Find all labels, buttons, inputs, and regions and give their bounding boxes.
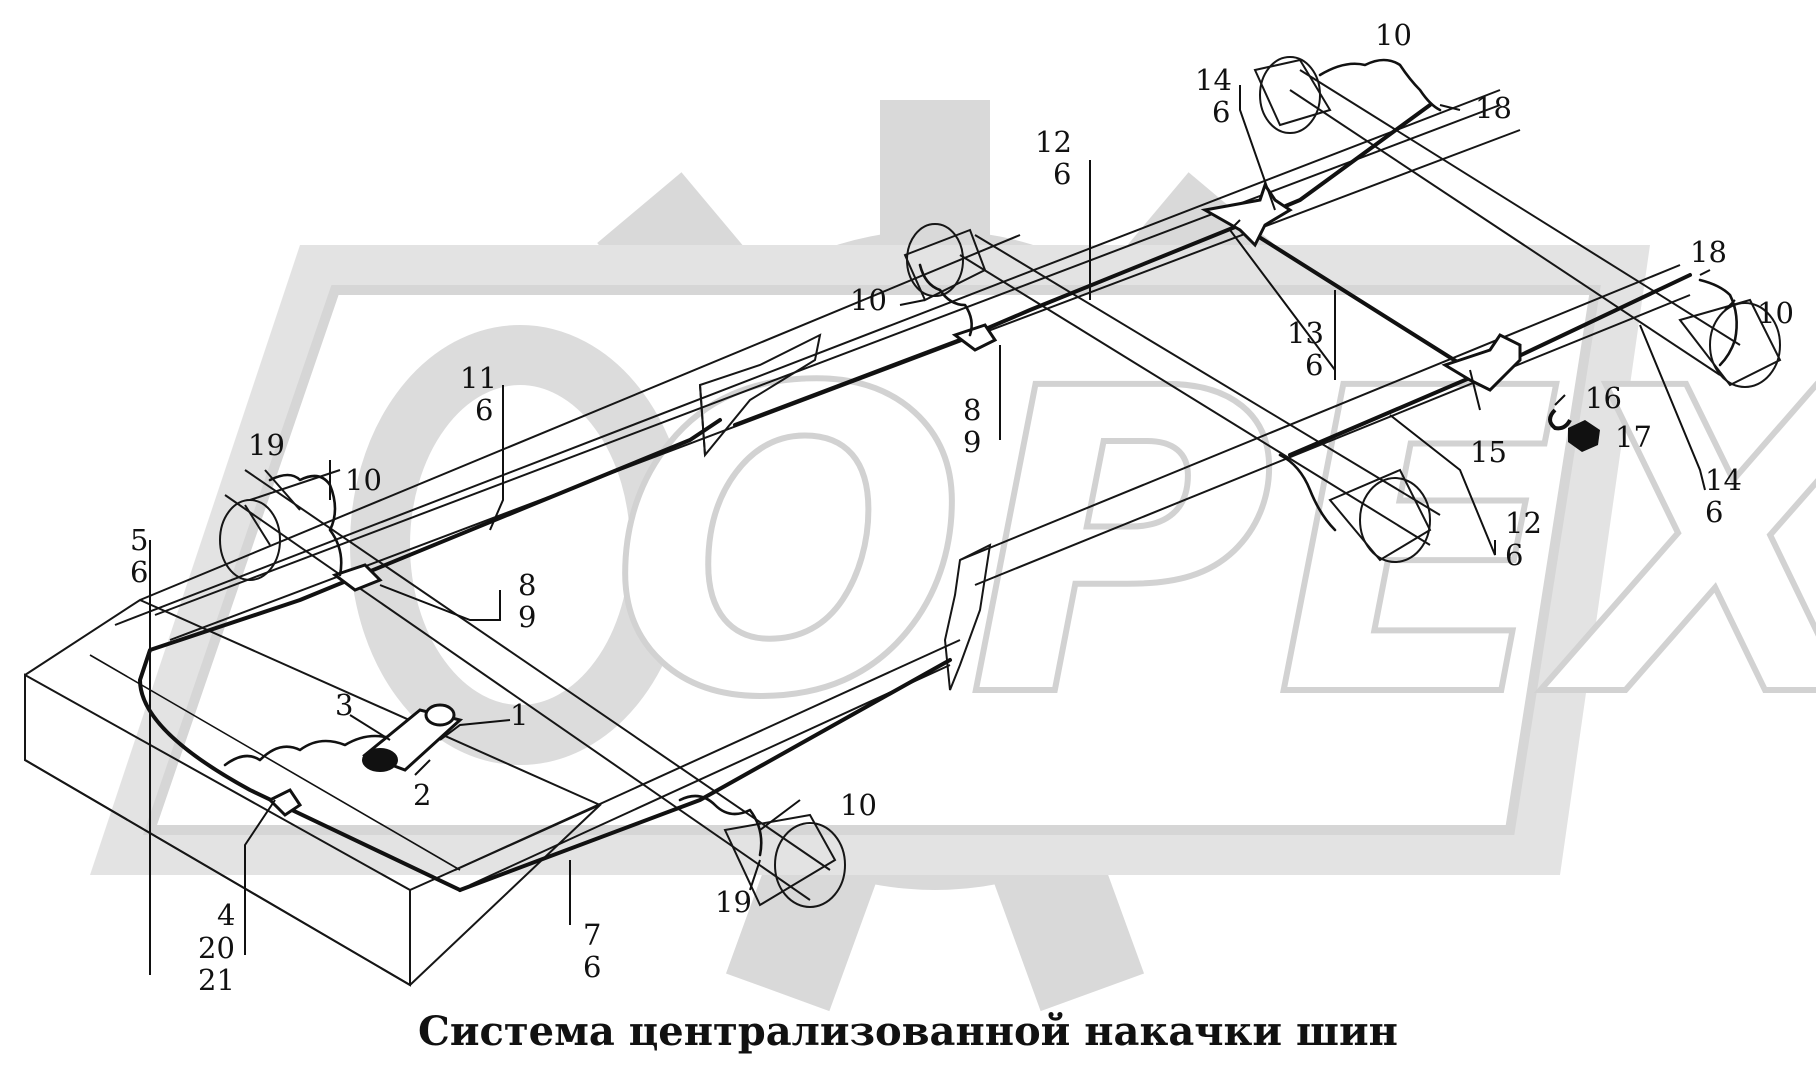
- callout-6-bottom: 6: [583, 950, 601, 984]
- front-bumper-side: [24, 673, 411, 987]
- callout-11: 11: [460, 361, 497, 395]
- callout-4: 4: [217, 898, 235, 932]
- callout-3: 3: [335, 688, 353, 722]
- callout-18-right: 18: [1690, 235, 1727, 269]
- diagram-title: Система централизованной накачки шин: [418, 1008, 1398, 1055]
- tee-front: [331, 563, 383, 592]
- callout-6-12right: 6: [1505, 538, 1523, 572]
- wheel-front-left: [219, 469, 341, 581]
- compressor-unit: [362, 703, 464, 772]
- callout-2: 2: [413, 778, 431, 812]
- callout-6-14right: 6: [1705, 495, 1723, 529]
- callout-6-11: 6: [475, 393, 493, 427]
- callout-10-midwheel: 10: [850, 283, 887, 317]
- main-line-left: [138, 418, 722, 892]
- mid-axle: [959, 254, 1431, 546]
- callout-12-right: 12: [1505, 506, 1542, 540]
- callout-14-top: 14: [1195, 63, 1232, 97]
- wheel-rear-right: [1678, 298, 1782, 388]
- callout-6-left: 6: [130, 555, 148, 589]
- right-rail: [454, 264, 1691, 886]
- callout-10-rightwheel: 10: [1757, 296, 1794, 330]
- callouts: 1 2 3 4 20 21 5 6 7 6 8 9 8 9 10 10 10 1…: [130, 18, 1794, 997]
- part-16: [1548, 408, 1572, 431]
- tee-front-low: [267, 788, 303, 817]
- callout-8-left: 8: [518, 568, 536, 602]
- wheel-rear-left: [1253, 56, 1332, 134]
- callout-10-topwheel: 10: [1375, 18, 1412, 52]
- leader-lines: [149, 85, 1736, 975]
- callout-15: 15: [1470, 435, 1507, 469]
- air-lines: [138, 58, 1738, 892]
- wheel-mid-right: [1328, 468, 1432, 563]
- callout-18-top: 18: [1475, 91, 1512, 125]
- callout-6-14top: 6: [1212, 95, 1230, 129]
- callout-6-12top: 6: [1053, 157, 1071, 191]
- callout-9-left: 9: [518, 600, 536, 634]
- callout-14-right: 14: [1705, 463, 1742, 497]
- callout-5: 5: [130, 523, 148, 557]
- main-line-right: [458, 658, 952, 892]
- callout-19-left: 19: [248, 428, 285, 462]
- callout-21: 21: [198, 963, 235, 997]
- tee-mid: [951, 323, 998, 352]
- hose-mid-left: [918, 263, 973, 337]
- callout-10-leftwheel: 10: [345, 463, 382, 497]
- callout-7: 7: [583, 918, 601, 952]
- callout-6-13: 6: [1305, 348, 1323, 382]
- wheel-mid-left: [903, 223, 987, 302]
- tee-rear-left: [1200, 181, 1293, 248]
- hose-rear-left: [1318, 58, 1442, 112]
- callout-8-mid: 8: [963, 393, 981, 427]
- connecting-line-13: [1238, 223, 1472, 372]
- front-axle: [224, 494, 811, 901]
- callout-16: 16: [1585, 381, 1622, 415]
- rear-axle: [1289, 89, 1721, 376]
- callout-20: 20: [198, 931, 235, 965]
- hose-mid-right: [1278, 453, 1337, 532]
- callout-1: 1: [510, 698, 528, 732]
- callout-13: 13: [1287, 316, 1324, 350]
- callout-10-frontwheel: 10: [840, 788, 877, 822]
- wheel-front-right: [723, 813, 846, 908]
- hose-front-right: [678, 794, 763, 857]
- chassis-frame: [24, 56, 1782, 987]
- callout-9-mid: 9: [963, 425, 981, 459]
- hose-rear-right: [1698, 278, 1738, 367]
- callout-12-top: 12: [1035, 125, 1072, 159]
- watermark-o-ring: [350, 325, 690, 765]
- callout-19-bottom: 19: [715, 885, 752, 919]
- callout-17: 17: [1615, 420, 1652, 454]
- part-17: [1568, 420, 1600, 452]
- tee-rear-right: [1441, 333, 1522, 392]
